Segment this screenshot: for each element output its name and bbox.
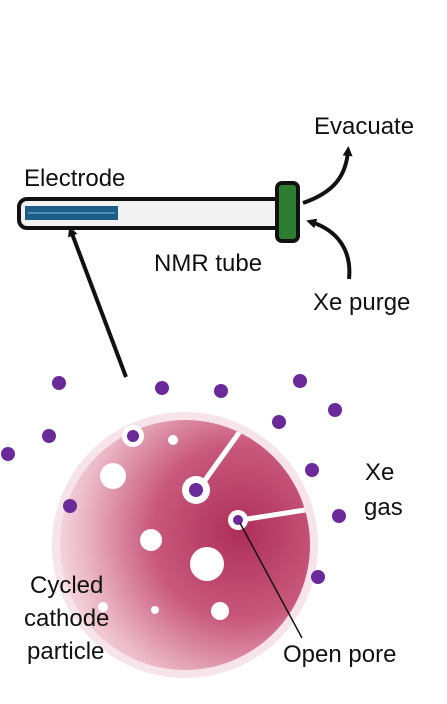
closed-pore [100, 463, 126, 489]
xenon-atom [272, 415, 286, 429]
xenon-atom [127, 430, 139, 442]
cathode-label: cathode [24, 605, 109, 632]
xenon-atom [311, 570, 325, 584]
closed-pore [211, 602, 229, 620]
nmr-tube-label: NMR tube [154, 250, 262, 277]
xenon-atoms [1, 374, 346, 584]
closed-pore [168, 435, 178, 445]
electrode-label: Electrode [24, 165, 125, 192]
xenon-atom [1, 447, 15, 461]
closed-pore [140, 529, 162, 551]
cathode-particle [52, 412, 318, 678]
xe-label: Xe [365, 459, 394, 486]
xe-purge-label: Xe purge [313, 289, 410, 316]
open-pore-pointer [239, 522, 303, 639]
closed-pore [151, 606, 159, 614]
particle-to-electrode-arrow [68, 226, 128, 378]
xenon-atom [63, 499, 77, 513]
gas-label: gas [364, 494, 403, 521]
particle-label: particle [27, 638, 104, 665]
xenon-atom [305, 463, 319, 477]
open-pore-label: Open pore [283, 641, 396, 668]
xenon-atom [328, 403, 342, 417]
nmr-tube [17, 181, 300, 243]
xenon-atom [332, 509, 346, 523]
xenon-atom [42, 429, 56, 443]
xenon-atom [233, 515, 243, 525]
xenon-atom [155, 381, 169, 395]
xenon-atom [189, 483, 203, 497]
xenon-atom [214, 384, 228, 398]
evacuate-arrow [302, 146, 353, 205]
cycled-label: Cycled [30, 572, 103, 599]
evacuate-label: Evacuate [314, 113, 414, 140]
xenon-atom [52, 376, 66, 390]
particle-body [60, 420, 310, 670]
xenon-atom [293, 374, 307, 388]
closed-pore [190, 547, 224, 581]
tube-cap [275, 181, 300, 243]
closed-pore [98, 602, 108, 612]
xe-purge-arrow [306, 218, 352, 280]
